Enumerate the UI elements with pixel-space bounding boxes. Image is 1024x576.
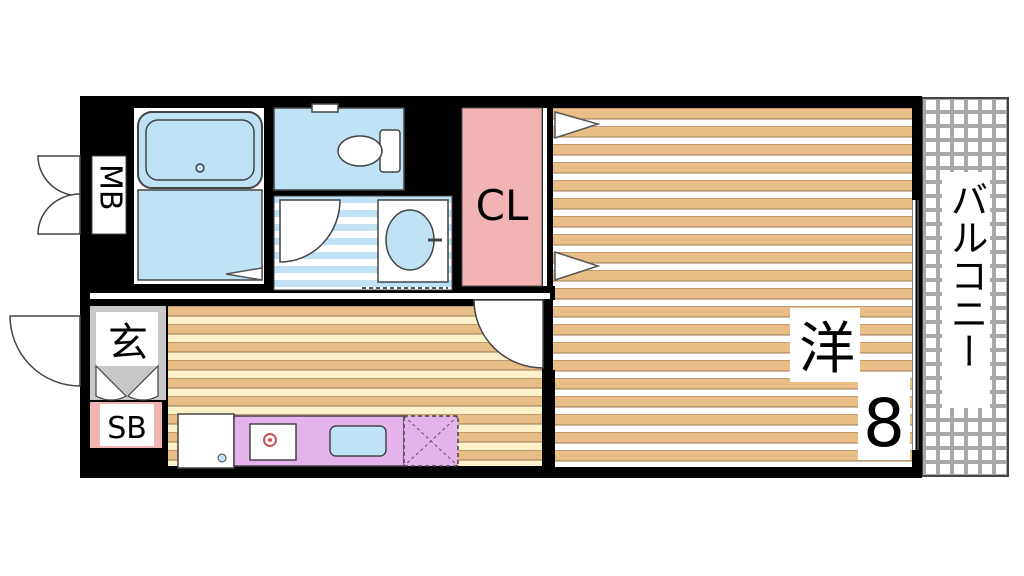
shower-floor [137, 189, 263, 281]
washroom-door-swing [279, 199, 341, 263]
closet [461, 107, 543, 287]
balcony: バルコニー [921, 97, 1009, 477]
bathtub-drain [195, 163, 205, 173]
washroom [273, 195, 453, 291]
western-room-size: 8 [863, 385, 905, 462]
closet-door-mark [554, 250, 601, 282]
bath-door-mark [225, 267, 263, 281]
bathtub [137, 111, 263, 189]
balcony-label: バルコニー [944, 180, 988, 370]
entrance: 玄 [90, 306, 166, 401]
toilet-paper [311, 103, 339, 113]
western-label-bg [790, 308, 860, 382]
western-room-label: 洋 [799, 317, 855, 382]
western-room-floor [553, 108, 912, 467]
meter-box-doors [37, 155, 81, 235]
toilet-room [273, 103, 405, 191]
wash-basin [385, 209, 435, 271]
stove [249, 423, 297, 461]
front-door-swing [9, 315, 81, 387]
toilet-tank [379, 129, 401, 173]
kitchen-sink [329, 425, 387, 457]
western-size-bg [858, 378, 910, 460]
toilet-bowl [337, 135, 383, 167]
meter-box-label: MB [93, 164, 128, 210]
meter-box [91, 155, 127, 235]
interior-wall [543, 370, 555, 470]
closet-door-mark [554, 111, 601, 140]
bathroom [134, 108, 264, 284]
closet-label: CL [476, 181, 529, 230]
room-door-swing [473, 299, 544, 369]
shoe-box-label: SB [107, 411, 147, 446]
entrance-label: 玄 [108, 320, 148, 366]
shoe-box: SB [90, 402, 162, 448]
kitchen [177, 413, 459, 469]
